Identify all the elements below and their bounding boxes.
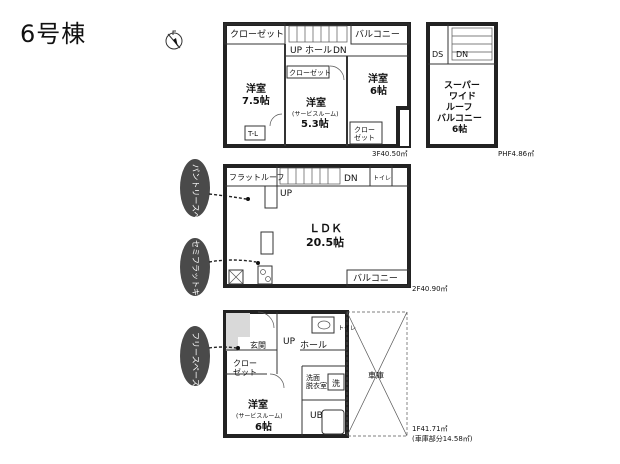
f3-room3-size: 6帖 (370, 84, 387, 97)
roof-ds-label: DS (432, 50, 443, 59)
callout-pantry-text: パントリースペース (191, 164, 200, 235)
f1-area: 1F41.71㎡ (412, 425, 448, 433)
f3-room2-name: 洋室 (306, 96, 326, 109)
f3-tl-label: T-L (247, 130, 258, 138)
f2-flat-roof-label: フラットルーフ (229, 173, 285, 182)
roof-line5: 6帖 (452, 123, 467, 135)
f2-balcony-label: バルコニー (353, 273, 398, 284)
roof-balcony-plan (426, 22, 498, 148)
f1-garage-area: (車庫部分14.58㎡) (412, 434, 473, 443)
f2-ldk-label: ＬＤＫ (309, 222, 342, 235)
f2-dn-label: DN (344, 174, 358, 184)
roof-line1: スーパー (444, 79, 480, 91)
f2-area: 2F40.90㎡ (412, 285, 448, 293)
f2-up-label: UP (280, 189, 293, 199)
f2-toilet-label: トイレ (373, 175, 391, 182)
f1-garage-label: 車庫 (368, 370, 384, 380)
f1-room-size: 6帖 (255, 420, 272, 433)
callout-semiflat-kitchen (180, 238, 260, 296)
callout-free-text: フリースペース (191, 332, 200, 387)
f3-dn-label: DN (333, 46, 347, 56)
f3-up-label: UP (290, 46, 303, 56)
roof-line2: ワイド (449, 91, 476, 102)
north-compass-icon (165, 30, 183, 50)
f3-closet-small-label: クローゼット (289, 68, 331, 77)
callout-semiflat-text: セミフラットキッチン (191, 240, 200, 320)
f1-up-label: UP (283, 337, 296, 347)
building-title: 6号棟 (20, 20, 87, 48)
f1-wash-label: 洗面脱衣室 (306, 373, 327, 390)
roof-line3: ルーフ (446, 102, 472, 113)
f1-room-sub: (サービスルーム) (236, 412, 283, 420)
f1-genkan-label: 玄関 (250, 340, 266, 350)
f3-closet3-label: クローゼット (354, 126, 375, 142)
f1-laundry-label: 洗 (332, 378, 340, 388)
f3-balcony-label: バルコニー (355, 29, 400, 40)
f1-toilet-label: トイレ (338, 325, 356, 332)
f3-closet-label: クローゼット (230, 28, 284, 40)
f1-room-name: 洋室 (248, 398, 268, 411)
f3-room2-sub: (サービスルーム) (292, 110, 339, 118)
floor-2-plan (223, 164, 411, 288)
floor-3-plan (223, 22, 411, 148)
floor-1-plan (223, 310, 408, 438)
callout-pantry (180, 159, 250, 217)
callout-free-space (180, 326, 240, 386)
f3-room2-size: 5.3帖 (301, 117, 329, 130)
roof-line4: バルコニー (437, 113, 482, 124)
f1-ub-label: UB (310, 411, 323, 421)
f3-room3-name: 洋室 (368, 72, 388, 85)
roof-area: PHF4.86㎡ (498, 150, 534, 158)
roof-dn-label: DN (456, 50, 468, 59)
f3-room1-size: 7.5帖 (242, 94, 270, 107)
f3-room1-name: 洋室 (246, 82, 266, 95)
f1-closet-label: クローゼット (233, 359, 257, 377)
f2-ldk-size: 20.5帖 (306, 235, 344, 249)
f3-hall-label: ホール (305, 45, 332, 56)
f3-area: 3F40.50㎡ (372, 150, 408, 158)
f1-hall-label: ホール (300, 340, 327, 351)
